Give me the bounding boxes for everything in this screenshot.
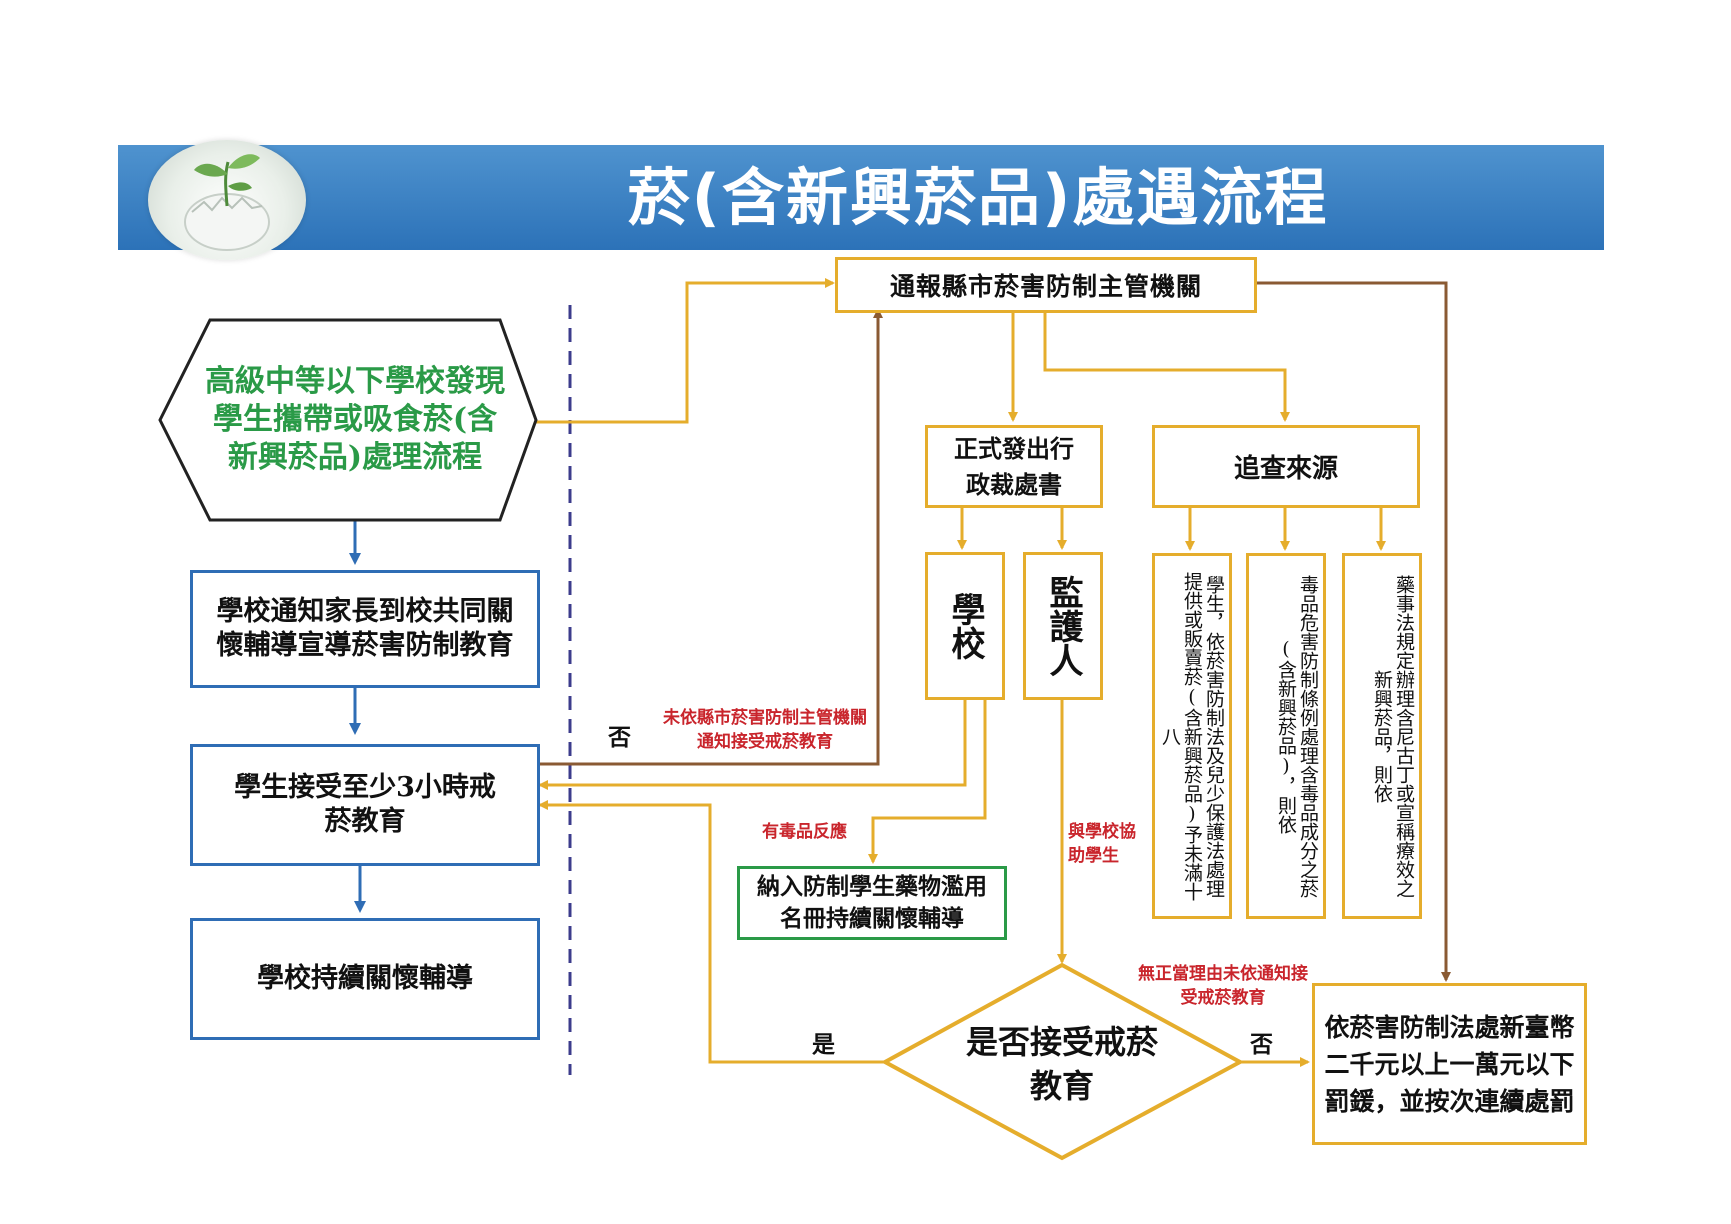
guardian-text: 監護人 xyxy=(1043,575,1083,677)
sprout-egg-icon xyxy=(148,140,306,260)
penalty-box: 依菸害防制法處新臺幣二千元以上一萬元以下罰鍰，並按次連續處罰 xyxy=(1312,983,1587,1145)
label-no-just-cause: 無正當理由未依通知接受戒菸教育 xyxy=(1138,964,1308,1008)
education-box: 學生接受至少3小時戒菸教育 xyxy=(190,744,540,866)
drug-register-text: 納入防制學生藥物濫用名冊持續關懷輔導 xyxy=(757,873,987,932)
drug-register-box: 納入防制學生藥物濫用名冊持續關懷輔導 xyxy=(737,866,1007,940)
trace-item-2: 毒品危害防制條例處理含毒品成分之菸(含新興菸品)，則依 xyxy=(1246,553,1326,919)
label-drug-reaction: 有毒品反應 xyxy=(762,822,847,842)
admin-order-box: 正式發出行政裁處書 xyxy=(925,425,1103,508)
school-box: 學校 xyxy=(925,552,1005,700)
trace-source-text: 追查來源 xyxy=(1233,454,1338,484)
start-node: 高級中等以下學校發現學生攜帶或吸食菸(含新興菸品)處理流程 xyxy=(205,330,505,510)
follow-up-box: 學校持續關懷輔導 xyxy=(190,918,540,1040)
label-not-per-notice: 未依縣市菸害防制主管機關通知接受戒菸教育 xyxy=(663,708,867,752)
start-hexagon-shape xyxy=(158,318,538,522)
arrow-decision-yes xyxy=(538,800,885,1064)
arrow-education-to-report xyxy=(538,308,883,766)
label-yes: 是 xyxy=(812,1031,835,1058)
follow-up-text: 學校持續關懷輔導 xyxy=(257,963,473,994)
label-assist-school: 與學校協助學生 xyxy=(1068,822,1136,866)
page-title: 菸(含新興菸品)處遇流程 xyxy=(627,161,1329,234)
education-text: 學生接受至少3小時戒菸教育 xyxy=(234,772,496,837)
arrow-report-to-trace xyxy=(1043,313,1290,422)
sprout-egg-graphic xyxy=(184,154,270,251)
label-no-left: 否 xyxy=(608,724,631,751)
trace-source-box: 追查來源 xyxy=(1152,425,1420,508)
trace-item-3: 藥事法規定辦理含尼古丁或宣稱療效之新興菸品，則依 xyxy=(1342,553,1422,919)
trace-item-1-text: 學生，依菸害防制法及兒少保護法處理提供或販賣菸(含新興菸品)予未滿十八 xyxy=(1159,571,1225,901)
start-node-text: 高級中等以下學校發現學生攜帶或吸食菸(含新興菸品)處理流程 xyxy=(205,364,505,475)
trace-item-2-text: 毒品危害防制條例處理含毒品成分之菸(含新興菸品)，則依 xyxy=(1275,574,1319,898)
trace-item-3-text: 藥事法規定辦理含尼古丁或宣稱療效之新興菸品，則依 xyxy=(1371,574,1415,898)
label-no-right: 否 xyxy=(1250,1031,1273,1058)
decision-diamond-shape xyxy=(880,962,1245,1161)
penalty-text: 依菸害防制法處新臺幣二千元以上一萬元以下罰鍰，並按次連續處罰 xyxy=(1324,1012,1575,1116)
report-text: 通報縣市菸害防制主管機關 xyxy=(889,272,1202,301)
arrow-school-to-education xyxy=(538,700,967,790)
arrow-report-to-penalty xyxy=(1255,281,1451,982)
school-text: 學校 xyxy=(945,592,985,660)
admin-order-text: 正式發出行政裁處書 xyxy=(954,433,1074,499)
report-box: 通報縣市菸害防制主管機關 xyxy=(835,257,1257,313)
decision-text: 是否接受戒菸教育 xyxy=(965,1023,1158,1105)
notify-parents-box: 學校通知家長到校共同關懷輔導宣導菸害防制教育 xyxy=(190,570,540,688)
arrow-school-to-drug-register xyxy=(868,700,987,864)
decision-node: 是否接受戒菸教育 xyxy=(960,1018,1164,1110)
arrow-start-to-report xyxy=(536,278,835,424)
guardian-box: 監護人 xyxy=(1023,552,1103,700)
title-banner: 菸(含新興菸品)處遇流程 xyxy=(118,145,1604,250)
notify-parents-text: 學校通知家長到校共同關懷輔導宣導菸害防制教育 xyxy=(216,596,514,661)
trace-item-1: 學生，依菸害防制法及兒少保護法處理提供或販賣菸(含新興菸品)予未滿十八 xyxy=(1152,553,1232,919)
